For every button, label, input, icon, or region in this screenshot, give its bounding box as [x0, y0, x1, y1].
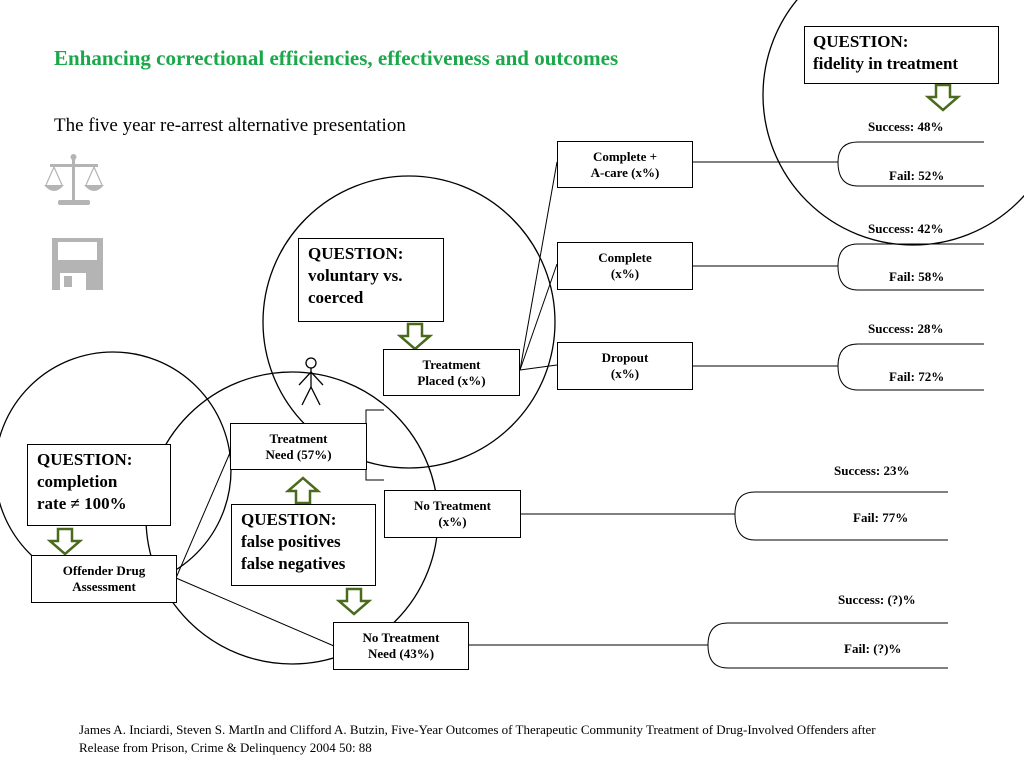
- arrow-down-completion: [46, 527, 84, 556]
- question-completion: QUESTION: completion rate ≠ 100%: [27, 444, 171, 526]
- node-treatment-placed: Treatment Placed (x%): [383, 349, 520, 396]
- node-complete: Complete (x%): [557, 242, 693, 290]
- page-title: Enhancing correctional efficiencies, eff…: [54, 46, 619, 70]
- outcome-dropout-fail: Fail: 72%: [889, 369, 945, 384]
- outcome-complete-fail: Fail: 58%: [889, 269, 945, 284]
- outcome-no-treatment-fail: Fail: 77%: [853, 510, 909, 525]
- node-complete-acare: Complete + A-care (x%): [557, 141, 693, 188]
- page-subtitle: The five year re-arrest alternative pres…: [54, 115, 406, 136]
- outcome-complete-success: Success: 42%: [868, 221, 944, 236]
- outcome-complete-acare-success: Success: 48%: [868, 119, 944, 134]
- arrow-down-false-positives: [335, 587, 373, 616]
- citation: James A. Inciardi, Steven S. MartIn and …: [79, 722, 876, 755]
- arrow-down-fidelity: [924, 83, 962, 112]
- node-no-treatment: No Treatment (x%): [384, 490, 521, 538]
- outcome-dropout-success: Success: 28%: [868, 321, 944, 336]
- arrow-up-false-positives: [284, 476, 322, 505]
- scales-icon: [44, 154, 104, 205]
- outcome-no-treatment-need-success: Success: (?)%: [838, 592, 916, 607]
- circle-fidelity: [762, 0, 1024, 246]
- floppy-disk-icon: [52, 238, 103, 290]
- outcome-complete-acare-fail: Fail: 52%: [889, 168, 945, 183]
- outcome-no-treatment-success: Success: 23%: [834, 463, 910, 478]
- outcome-no-treatment-need-fail: Fail: (?)%: [844, 641, 902, 656]
- node-dropout: Dropout (x%): [557, 342, 693, 390]
- question-voluntary: QUESTION: voluntary vs. coerced: [298, 238, 444, 322]
- person-icon: [298, 357, 324, 406]
- question-false-positives: QUESTION: false positives false negative…: [231, 504, 376, 586]
- node-treatment-need: Treatment Need (57%): [230, 423, 367, 470]
- arrow-down-voluntary: [396, 322, 434, 351]
- circle-voluntary: [262, 175, 556, 469]
- node-no-treatment-need: No Treatment Need (43%): [333, 622, 469, 670]
- node-offender-drug-assessment: Offender Drug Assessment: [31, 555, 177, 603]
- question-fidelity: QUESTION: fidelity in treatment: [804, 26, 999, 84]
